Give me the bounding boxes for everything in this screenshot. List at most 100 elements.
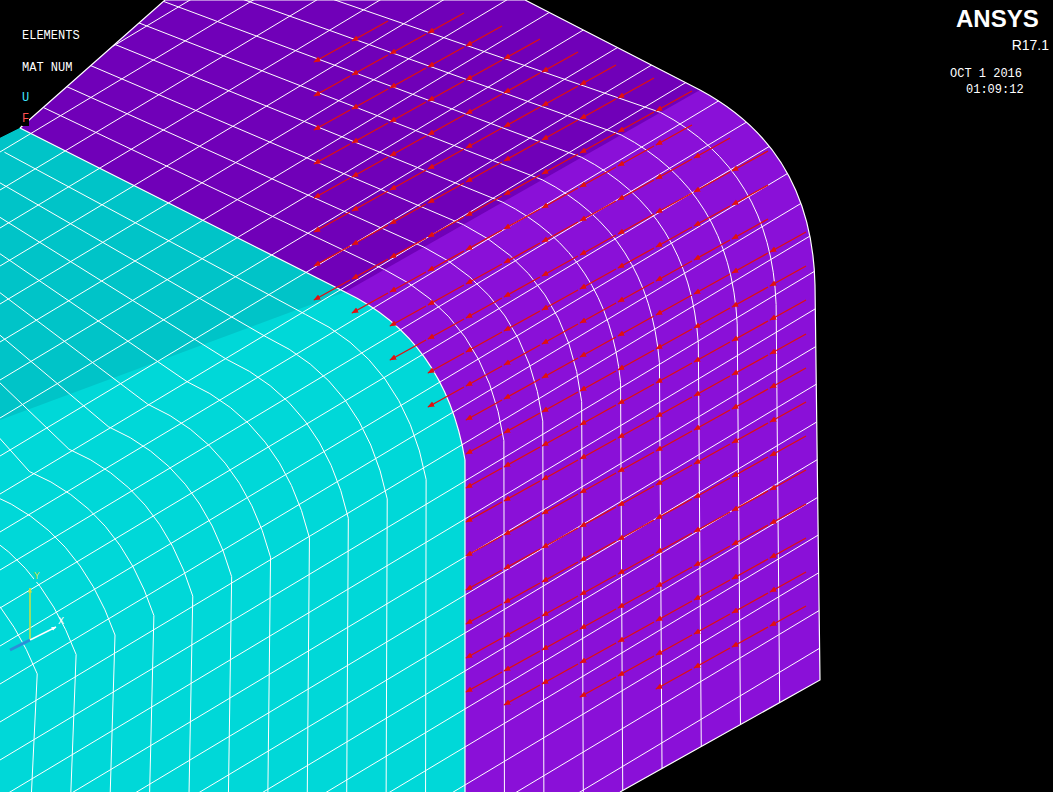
- mesh-line: [113, 0, 701, 792]
- force-arrow: [656, 533, 692, 553]
- force-arrow: [390, 102, 426, 122]
- force-arrow: [542, 256, 578, 276]
- axis-triad: [10, 588, 56, 650]
- force-arrow: [732, 287, 768, 307]
- force-arrow: [428, 115, 464, 135]
- mesh-line: [0, 610, 1053, 792]
- force-arrow: [504, 549, 540, 569]
- force-arrow: [504, 107, 540, 127]
- force-arrow: [352, 293, 388, 313]
- force-arrow: [504, 617, 540, 637]
- force-arrow: [770, 572, 806, 592]
- force-arrow: [694, 444, 730, 464]
- force-arrow: [656, 295, 692, 315]
- force-arrow: [580, 337, 616, 357]
- force-arrow: [390, 170, 426, 190]
- force-arrow: [542, 562, 578, 582]
- force-arrow: [352, 55, 388, 75]
- mesh-line: [0, 724, 1053, 792]
- force-arrow: [580, 201, 616, 221]
- force-arrow: [694, 274, 730, 294]
- force-arrow: [656, 431, 692, 451]
- mesh-line: [0, 0, 1053, 22]
- mesh-line: [0, 230, 1053, 792]
- force-arrow: [580, 677, 616, 697]
- mesh-line: [0, 0, 1053, 136]
- force-arrow: [770, 334, 806, 354]
- force-arrow: [732, 627, 768, 647]
- mesh-line: [0, 344, 1053, 792]
- mesh-line: [0, 0, 1053, 326]
- force-arrow: [694, 308, 730, 328]
- force-arrow: [542, 426, 578, 446]
- mesh-line: [0, 344, 1053, 792]
- force-arrow: [504, 39, 540, 59]
- force-arrow: [770, 606, 806, 626]
- force-arrow: [314, 178, 350, 198]
- x-axis: [30, 627, 56, 640]
- force-arrow: [770, 504, 806, 524]
- force-arrow: [656, 363, 692, 383]
- force-arrow: [504, 345, 540, 365]
- force-arrow: [314, 144, 350, 164]
- force-arrow: [618, 418, 654, 438]
- mesh-line: [0, 762, 1053, 792]
- force-arrow: [314, 246, 350, 266]
- axis-label: X: [58, 617, 64, 627]
- force-arrow: [580, 371, 616, 391]
- mesh-line: [0, 0, 1053, 364]
- force-arrow: [390, 136, 426, 156]
- force-arrow: [656, 193, 692, 213]
- force-arrow: [352, 21, 388, 41]
- force-arrow: [656, 635, 692, 655]
- mesh-line: [0, 0, 1053, 212]
- outline: [20, 128, 465, 792]
- mesh-line: [0, 382, 1053, 792]
- mesh-line: [0, 0, 1053, 402]
- force-arrow: [314, 212, 350, 232]
- force-arrow: [504, 311, 540, 331]
- force-arrow: [466, 60, 502, 80]
- force-arrow: [542, 664, 578, 684]
- force-arrow: [352, 89, 388, 109]
- force-arrow: [542, 222, 578, 242]
- force-arrow: [352, 225, 388, 245]
- force-arrow: [466, 672, 502, 692]
- force-arrow: [542, 290, 578, 310]
- force-arrow: [542, 188, 578, 208]
- force-arrow: [542, 154, 578, 174]
- force-arrow: [618, 350, 654, 370]
- force-arrow: [580, 167, 616, 187]
- force-arrow: [694, 648, 730, 668]
- force-arrow: [504, 175, 540, 195]
- mesh-line: [0, 0, 1053, 554]
- force-arrow: [770, 436, 806, 456]
- force-arrow: [352, 191, 388, 211]
- force-arrow: [504, 515, 540, 535]
- force-arrow: [352, 123, 388, 143]
- force-arrow: [504, 379, 540, 399]
- force-arrow: [770, 232, 806, 252]
- force-arrow: [618, 554, 654, 574]
- force-arrow: [618, 146, 654, 166]
- force-arrow: [466, 434, 502, 454]
- force-arrow: [466, 502, 502, 522]
- force-arrow: [694, 614, 730, 634]
- mesh-line: [0, 78, 1053, 792]
- force-arrow: [466, 128, 502, 148]
- force-arrow: [732, 593, 768, 613]
- force-arrow: [732, 151, 768, 171]
- mesh-line: [0, 230, 1053, 792]
- force-arrow: [352, 157, 388, 177]
- mesh-line: [0, 724, 1053, 792]
- force-arrow: [314, 110, 350, 130]
- inner-core: [0, 128, 465, 792]
- mesh-line: [0, 0, 1053, 60]
- mesh-line: [0, 0, 1053, 478]
- mesh-line: [0, 496, 1053, 792]
- force-arrow: [732, 321, 768, 341]
- mesh-line: [0, 154, 1053, 792]
- force-arrow: [656, 261, 692, 281]
